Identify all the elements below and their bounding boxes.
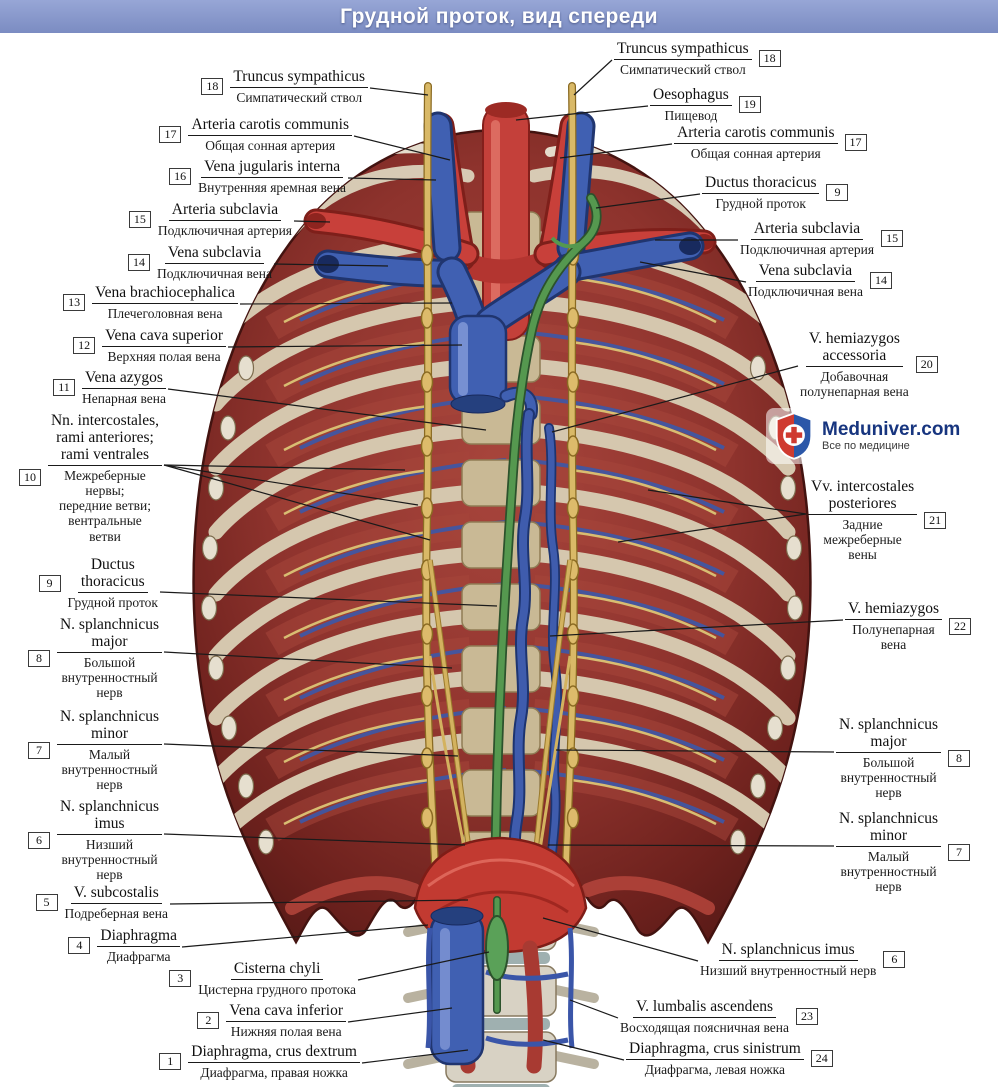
azygos-vein [508, 408, 535, 882]
watermark-tagline: Все по медицине [822, 440, 910, 453]
watermark-brand: Meduniver.com [822, 418, 961, 440]
meduniver-watermark: Meduniver.com Все по медицине [766, 408, 969, 464]
superior-vena-cava [448, 314, 508, 414]
cisterna-chyli [485, 896, 509, 1014]
meduniver-shield-icon [775, 412, 813, 460]
thoracic-duct [490, 193, 602, 907]
figure-title: Грудной проток, вид спереди [340, 4, 658, 28]
ribcage [192, 128, 812, 945]
title-bar: Грудной проток, вид спереди [0, 0, 998, 33]
inferior-vena-cava [429, 906, 485, 1066]
sympathetic-ganglia [420, 244, 580, 829]
